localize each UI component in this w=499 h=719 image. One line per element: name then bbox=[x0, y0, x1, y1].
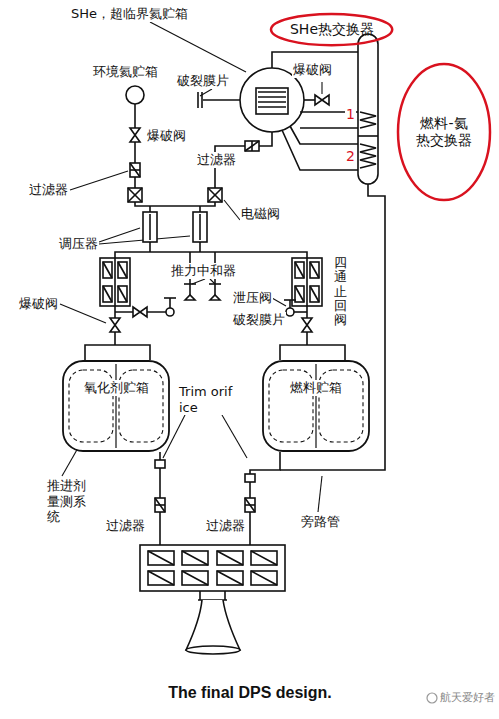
tank-outline bbox=[262, 360, 370, 452]
part-label: 四通止回阀 bbox=[333, 256, 348, 327]
red-oval bbox=[398, 64, 490, 200]
tank-divider bbox=[315, 364, 316, 448]
part-label: 泄压阀 bbox=[232, 290, 273, 306]
callout-oval: 燃料-氦热交换器 bbox=[396, 62, 492, 202]
node-text-group: 燃料贮箱 bbox=[288, 380, 344, 396]
node-label: SHe热交换器 bbox=[290, 21, 374, 38]
part-label: 推力中和器 bbox=[170, 263, 237, 279]
tank-divider bbox=[115, 364, 116, 448]
callout-oval: SHe热交换器 bbox=[269, 12, 394, 47]
node-label: 燃料贮箱 bbox=[290, 380, 342, 396]
tank-shell bbox=[263, 361, 369, 451]
callout-number: 2 bbox=[345, 148, 356, 165]
tank-shell bbox=[63, 361, 169, 451]
red-oval bbox=[271, 14, 392, 45]
part-label: 爆破阀 bbox=[146, 128, 187, 144]
callout-number: 1 bbox=[345, 106, 356, 123]
watermark: 航天爱好者 bbox=[439, 691, 496, 704]
caption: The final DPS design. bbox=[168, 684, 332, 702]
part-label: SHe，超临界氦贮箱 bbox=[70, 6, 189, 22]
part-label: 爆破阀 bbox=[18, 296, 59, 312]
part-label: Trim orifice bbox=[178, 384, 234, 415]
node-text-group: SHe热交换器 bbox=[290, 21, 374, 38]
part-label: 过滤器 bbox=[28, 182, 69, 198]
part-label: 爆破阀 bbox=[292, 62, 333, 78]
node-text-group: 氧化剂贮箱 bbox=[82, 380, 151, 396]
part-label: 破裂膜片 bbox=[176, 73, 230, 89]
part-label: 调压器 bbox=[58, 236, 99, 252]
tank: 氧化剂贮箱 bbox=[62, 360, 170, 452]
part-label: 过滤器 bbox=[205, 518, 246, 534]
part-label: 推进剂量测系统 bbox=[46, 478, 90, 525]
node-label: 燃料-氦热交换器 bbox=[414, 115, 474, 149]
part-label: 破裂膜片 bbox=[232, 312, 286, 328]
part-label: 旁路管 bbox=[300, 514, 341, 530]
part-label: 环境氦贮箱 bbox=[92, 64, 159, 80]
tank-outline bbox=[62, 360, 170, 452]
part-label: 电磁阀 bbox=[240, 206, 281, 222]
node-label: 氧化剂贮箱 bbox=[84, 380, 149, 396]
node-text-group: 燃料-氦热交换器 bbox=[414, 115, 474, 149]
part-label: 过滤器 bbox=[105, 518, 146, 534]
part-label: 过滤器 bbox=[196, 152, 237, 168]
tank: 燃料贮箱 bbox=[262, 360, 370, 452]
